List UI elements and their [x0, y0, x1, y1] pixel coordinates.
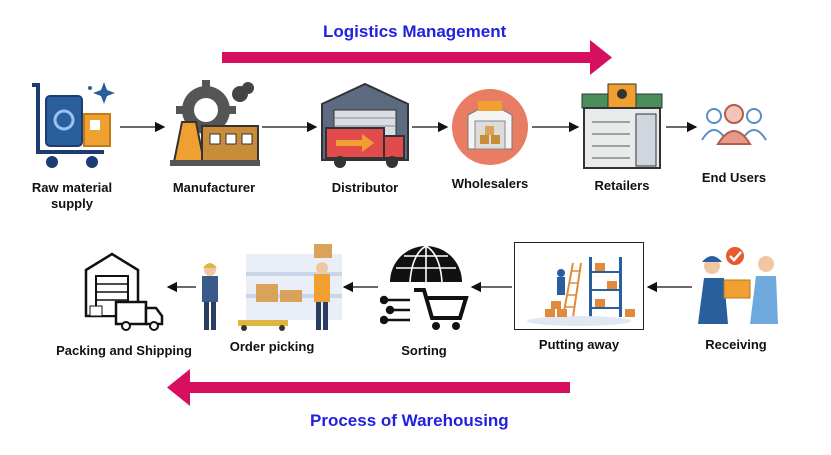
distributor-label: Distributor [331, 180, 399, 195]
globe-cart-icon [379, 245, 469, 330]
logistics-direction-arrow [222, 40, 612, 75]
logistics-management-title: Logistics Management [323, 22, 507, 41]
delivery-handover-icon [698, 247, 778, 324]
raw-material-label-line-2: supply [51, 196, 93, 211]
users-group-icon [701, 104, 767, 145]
retail-shop-icon [581, 83, 663, 169]
retailers-label: Retailers [594, 178, 650, 193]
warehousing-direction-arrow [167, 369, 570, 406]
wholesalers-node [448, 87, 532, 171]
sorting-label: Sorting [401, 343, 447, 358]
raw-material-supply-node [24, 80, 120, 172]
process-of-warehousing-title: Process of Warehousing [310, 411, 509, 430]
warehouse-van-icon [84, 252, 164, 331]
receiving-label: Receiving [705, 337, 767, 352]
order-picking-workers-icon [202, 244, 342, 331]
order-picking-label: Order picking [229, 339, 315, 354]
shelving-ladder-icon [527, 257, 635, 326]
manufacturer-node [166, 80, 262, 172]
end-users-label: End Users [701, 170, 767, 185]
receiving-node [690, 244, 782, 330]
factory-gear-icon [170, 80, 260, 166]
distributor-node [318, 80, 412, 172]
raw-material-cart-icon [32, 82, 115, 168]
sorting-node [379, 244, 472, 332]
raw-material-supply-label: Raw material supply [24, 180, 120, 212]
retailers-node [578, 82, 666, 172]
wholesalers-label: Wholesalers [451, 176, 529, 191]
putting-away-label: Putting away [538, 337, 620, 352]
order-picking-node [196, 244, 344, 332]
warehouse-truck-icon [321, 82, 409, 168]
raw-material-label-line-1: Raw material [31, 180, 113, 195]
packing-shipping-node [82, 252, 166, 332]
wholesale-store-icon [452, 89, 528, 165]
end-users-node [698, 100, 770, 148]
manufacturer-label: Manufacturer [172, 180, 256, 195]
packing-shipping-label: Packing and Shipping [56, 343, 192, 358]
putting-away-node [514, 242, 644, 330]
